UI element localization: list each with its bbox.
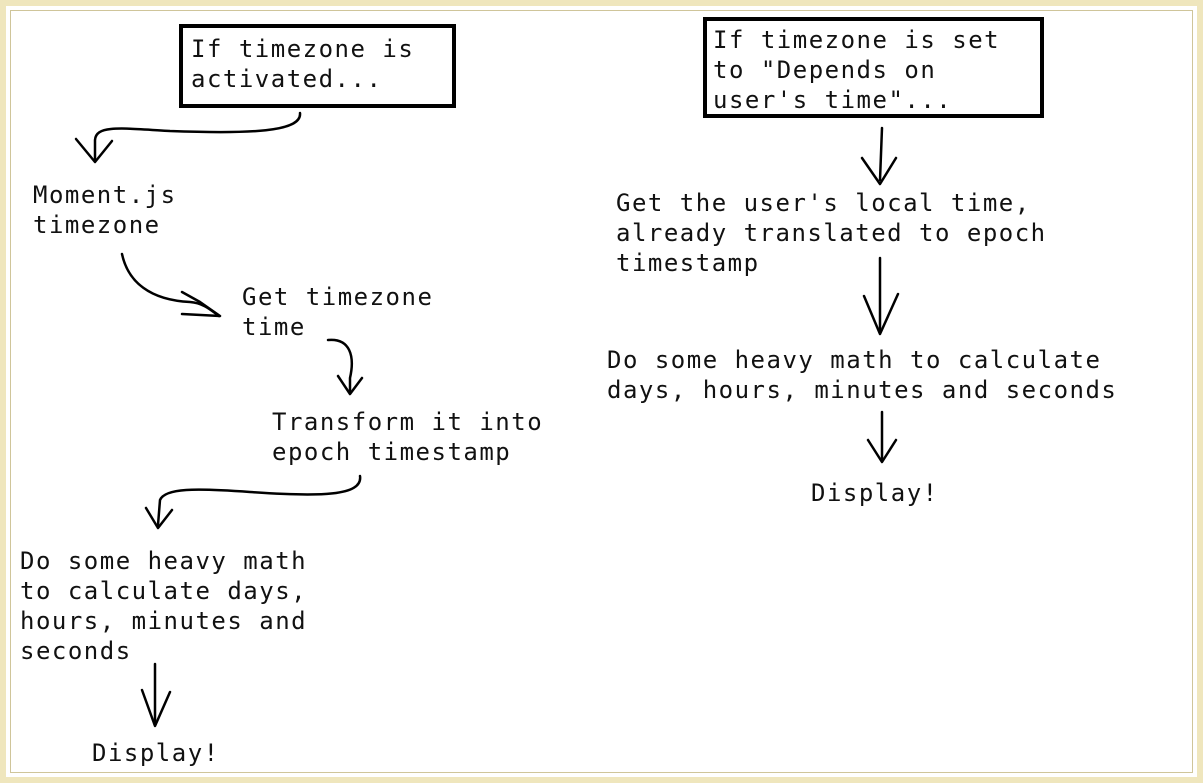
left-condition-box: If timezone is activated... <box>179 24 456 108</box>
arrow-math-to-display-right-head <box>866 438 898 464</box>
arrow-local-time-to-math-head <box>862 292 900 336</box>
arrow-get-time-to-transform <box>326 338 354 394</box>
right-condition-box: If timezone is set to "Depends on user's… <box>703 17 1044 118</box>
left-condition-text: If timezone is activated... <box>191 35 415 93</box>
left-step-transform-epoch: Transform it into epoch timestamp <box>272 408 544 466</box>
arrow-right-condition-to-local-time-head <box>860 156 898 186</box>
canvas-frame-inner <box>10 10 1193 773</box>
arrow-moment-to-get-time <box>120 252 221 318</box>
right-step-display: Display! <box>811 479 939 507</box>
arrow-transform-to-math-head <box>144 506 174 530</box>
left-step-moment-timezone: Moment.js timezone <box>33 181 177 239</box>
left-step-display: Display! <box>92 739 220 767</box>
arrow-moment-to-get-time-head <box>180 290 222 318</box>
arrow-transform-to-math <box>156 474 362 527</box>
right-condition-text: If timezone is set to "Depends on user's… <box>713 26 1001 114</box>
arrow-get-time-to-transform-head <box>336 374 364 396</box>
left-step-heavy-math: Do some heavy math to calculate days, ho… <box>20 547 308 665</box>
right-step-local-time: Get the user's local time, already trans… <box>616 189 1047 277</box>
left-step-get-timezone-time: Get timezone time <box>242 283 434 341</box>
arrow-math-to-display-head <box>140 688 172 728</box>
arrow-condition-to-moment-head <box>74 137 114 164</box>
arrow-right-condition-to-local-time <box>878 126 884 182</box>
arrow-condition-to-moment <box>93 111 302 162</box>
right-step-heavy-math: Do some heavy math to calculate days, ho… <box>607 346 1118 404</box>
